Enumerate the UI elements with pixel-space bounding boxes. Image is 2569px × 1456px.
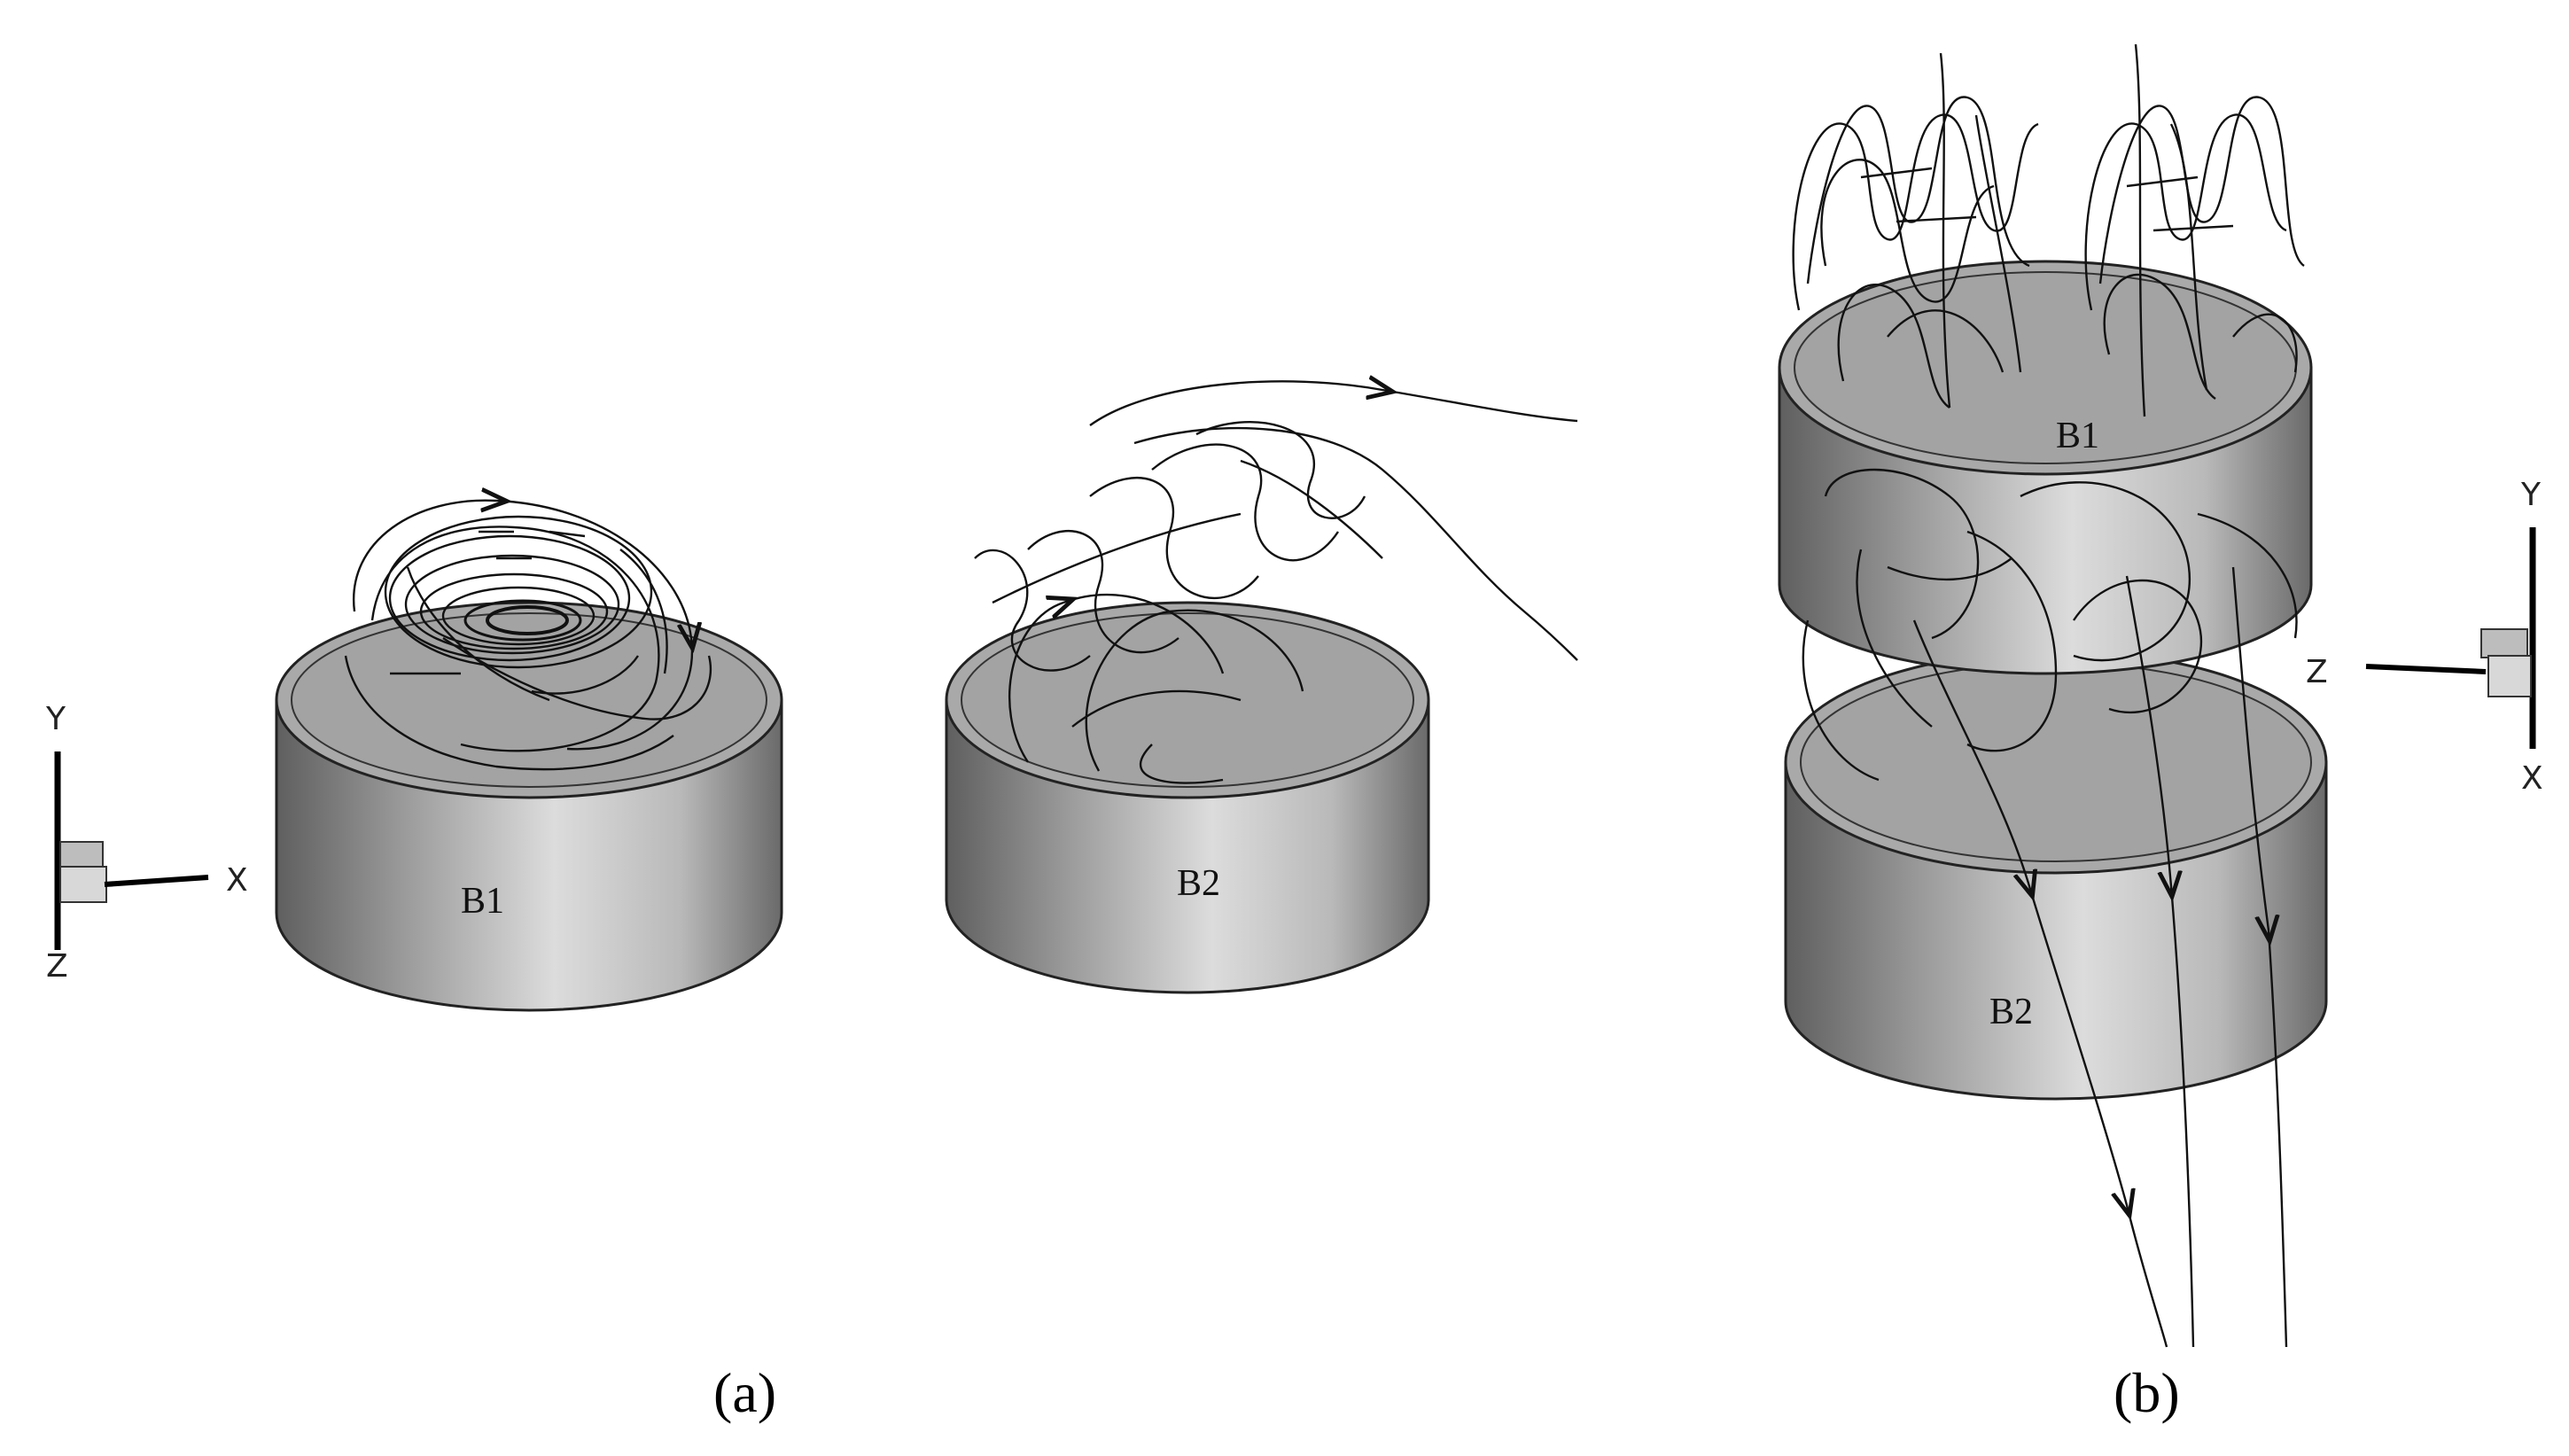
panel-b: B2 B1 [1778,43,2543,1348]
streamlines-top-b [1792,43,2305,417]
axis-triad-a: Y X Z [45,701,248,985]
axis-label-x-b: X [2521,760,2543,797]
streamlines-b1-a [344,501,712,771]
cylinder-label-b1-a: B1 [461,881,504,922]
axis-label-x-a: X [226,862,248,899]
cylinder-b1-a: B1 [275,601,783,1012]
cylinder-b1-b: B1 [1778,260,2313,675]
axis-label-z-b: Z [2306,654,2328,690]
panel-caption-a: (a) [713,1361,777,1424]
panel-a: Y X Z B1 [45,381,1578,1012]
axis-label-y-a: Y [45,701,66,737]
axis-triad-b: Y Z X [2306,477,2543,797]
cylinder-label-b2-a: B2 [1177,863,1220,904]
streamlines-wake-b [1802,468,2298,1348]
cylinder-label-b1-b: B1 [2056,416,2099,456]
cylinder-label-b2-b: B2 [1989,992,2033,1032]
axis-label-z-a: Z [46,948,68,985]
streamlines-b2-a [974,381,1578,784]
axis-label-y-b: Y [2520,477,2542,513]
cylinder-b2-a: B2 [945,601,1430,994]
panel-caption-b: (b) [2114,1361,2180,1424]
